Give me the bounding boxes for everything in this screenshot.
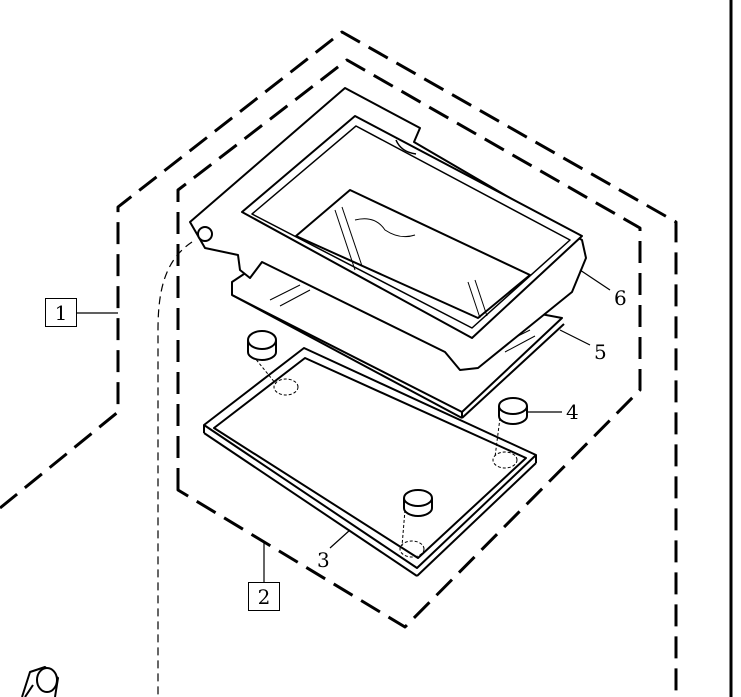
foot xyxy=(247,330,277,385)
assembly-1-boundary xyxy=(0,30,678,697)
tray xyxy=(189,87,587,371)
callout-5: 5 xyxy=(594,340,607,364)
callout-1: 1 xyxy=(45,298,77,327)
partial-connector-part xyxy=(21,666,59,697)
callout-3: 3 xyxy=(317,548,330,572)
foot xyxy=(401,489,433,547)
foot xyxy=(494,397,528,458)
rubber-feet xyxy=(247,330,528,547)
callout-4: 4 xyxy=(566,400,579,424)
assembly-2-boundary xyxy=(176,58,642,629)
bottom-plate xyxy=(203,347,537,577)
guide-line xyxy=(157,241,193,697)
callout-6: 6 xyxy=(614,286,627,310)
callout-2: 2 xyxy=(248,582,280,611)
leader-lines xyxy=(77,269,611,582)
